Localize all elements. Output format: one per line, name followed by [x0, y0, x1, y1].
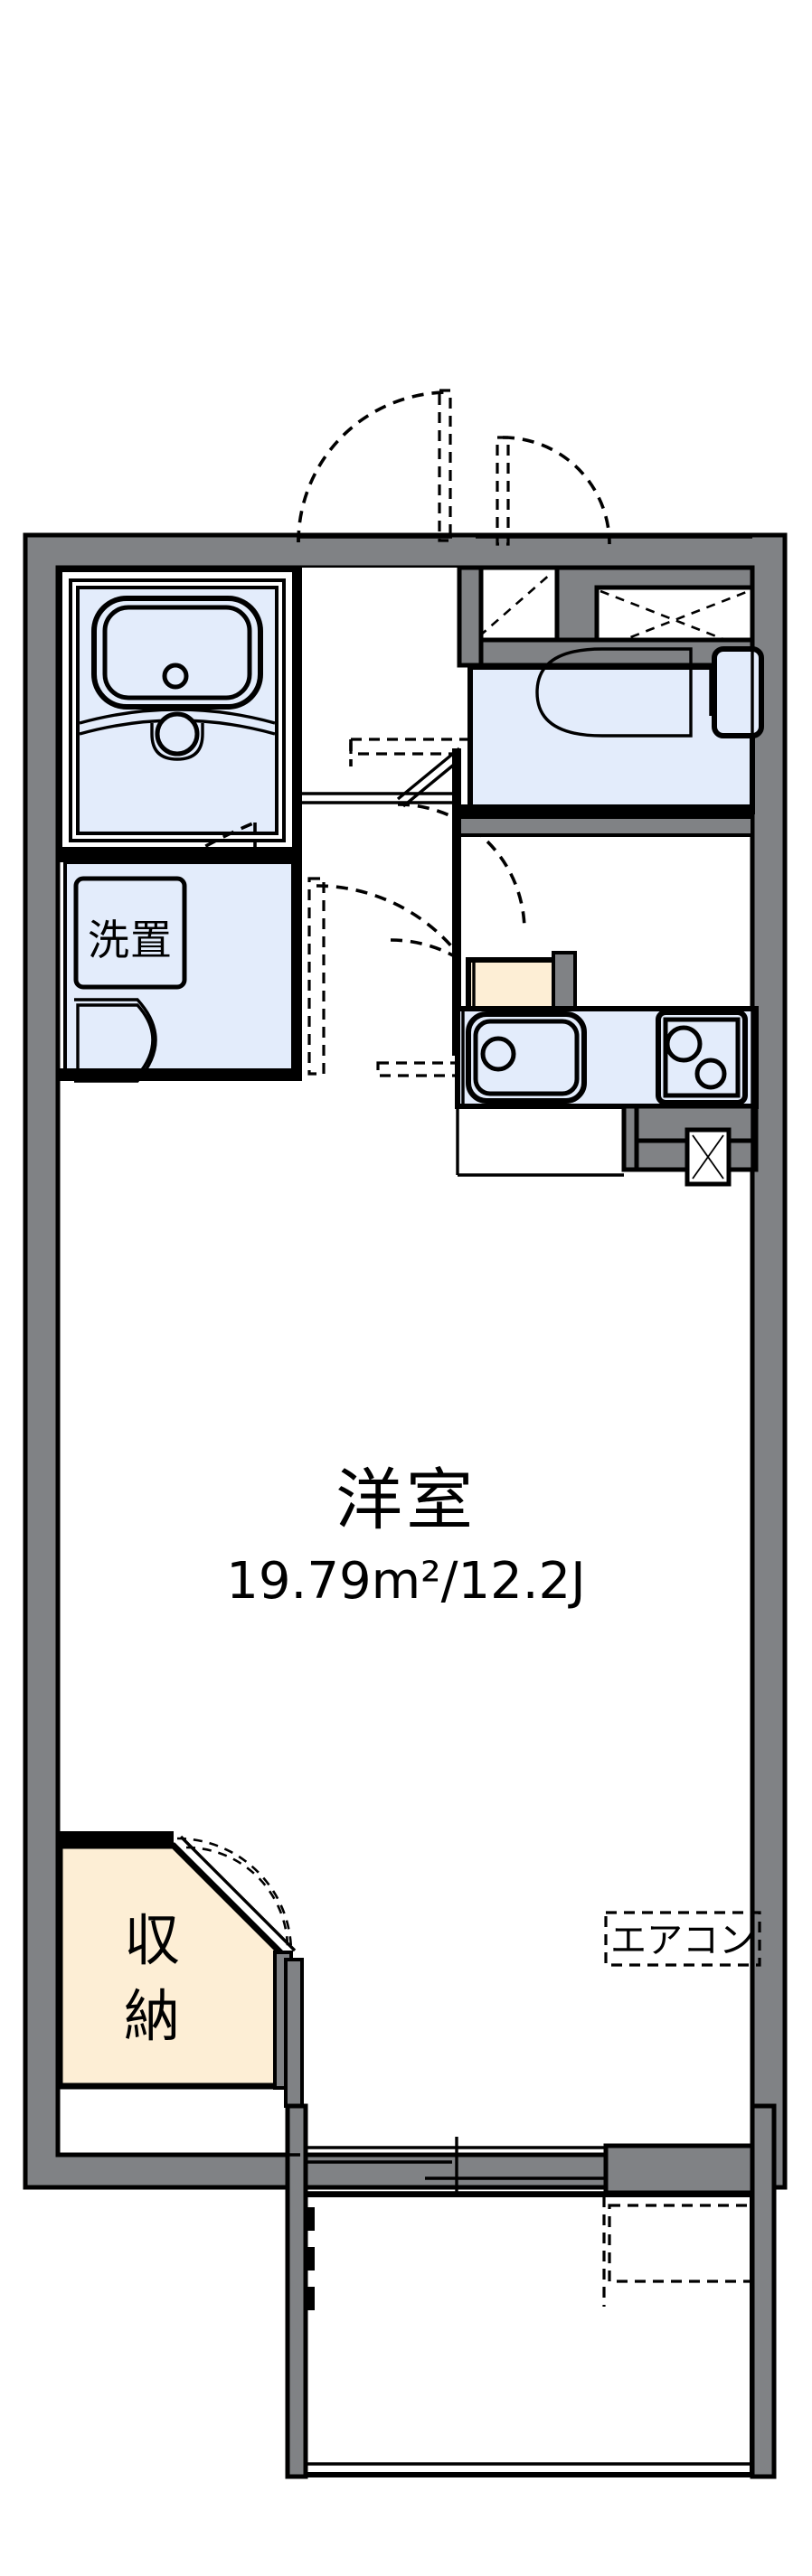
- toilet-room: [457, 565, 764, 837]
- washing-machine-icon: [73, 876, 187, 990]
- closet-label-char-1: 収: [124, 1907, 180, 1973]
- hallway: [295, 568, 526, 1077]
- aircon-callout: エアコン: [604, 1911, 761, 1967]
- entrance-door-right-icon: [496, 436, 611, 546]
- stove-burner-icon: [656, 1010, 748, 1105]
- interior-wall-touchups: [56, 568, 754, 2157]
- aircon-label: エアコン: [610, 1920, 755, 1961]
- balcony-hinge-ticks: [306, 2207, 315, 2310]
- washroom: [58, 850, 302, 1083]
- hall-door-swing-a: [397, 803, 526, 932]
- sink-icon: [466, 1011, 587, 1104]
- ac-unit-footprint: [602, 2196, 754, 2307]
- main-room-area: 19.79m²/12.2J: [226, 1552, 585, 1611]
- x-marker-icon: [685, 1127, 732, 1187]
- main-room: 洋室 19.79m²/12.2J: [226, 1462, 585, 1611]
- closet-door-icon: [172, 1835, 297, 1960]
- bathtub-icon: [91, 596, 263, 710]
- closet-label-char-2: 納: [124, 1983, 180, 2049]
- kitchen: [455, 1006, 759, 1187]
- bath-washcounter-icon: [79, 708, 276, 761]
- balcony: [285, 2103, 777, 2479]
- toilet-icon: [535, 646, 764, 738]
- main-room-name: 洋室: [335, 1462, 477, 1539]
- laundry-label: 洗置: [88, 916, 173, 964]
- bathroom-unit: [57, 567, 297, 915]
- balcony-floor: [299, 2192, 755, 2477]
